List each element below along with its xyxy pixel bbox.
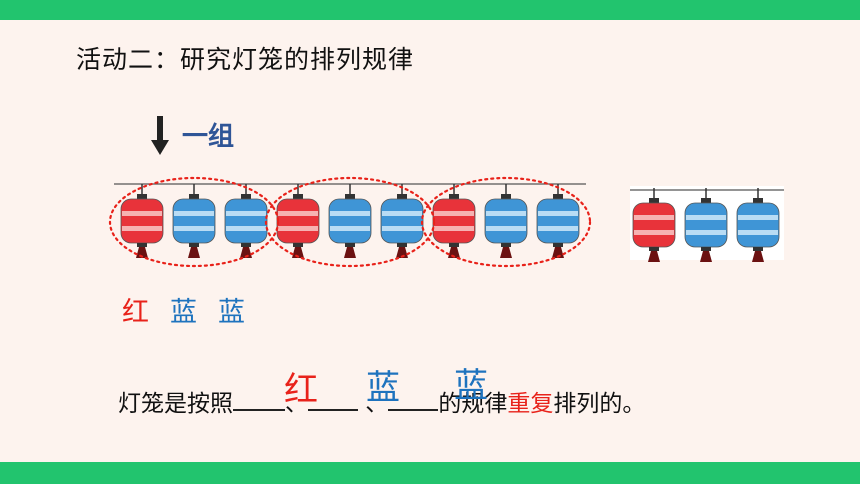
lantern-blue [484, 184, 528, 258]
lantern-blue [684, 188, 728, 262]
sentence-suffix: 排列的。 [553, 391, 646, 417]
lantern-blue [736, 188, 780, 262]
lantern-blue [172, 184, 216, 258]
fill-in-sentence: 灯笼是按照 、 、 的规律重复排列的。 [118, 384, 645, 418]
lantern-blue [328, 184, 372, 258]
blank-1[interactable] [233, 385, 285, 411]
sequence-blue-label-2: 蓝 [218, 297, 245, 328]
answer-blue-2: 蓝 [454, 366, 488, 406]
lantern-blue [536, 184, 580, 258]
sequence-red-label: 红 [122, 297, 149, 328]
sequence-blue-label-1: 蓝 [170, 297, 197, 328]
blank-3[interactable] [388, 385, 439, 411]
separator-2: 、 [358, 391, 389, 417]
top-green-bar [0, 0, 860, 20]
activity-title: 活动二：研究灯笼的排列规律 [76, 45, 415, 74]
down-arrow-icon [151, 116, 169, 155]
blank-2[interactable] [308, 385, 358, 411]
lantern-blue [224, 184, 268, 258]
sentence-prefix: 灯笼是按照 [118, 391, 233, 417]
lantern-red [432, 184, 476, 258]
group-circle [108, 176, 280, 268]
lantern-red [632, 188, 676, 262]
group-circle [264, 176, 436, 268]
group-circle [420, 176, 592, 268]
lantern-red [276, 184, 320, 258]
lantern-rows-illustration [108, 176, 784, 268]
sentence-middle: 的规律 [438, 391, 508, 417]
separator-1: 、 [285, 391, 308, 417]
lantern-blue [380, 184, 424, 258]
answer-blue-1: 蓝 [366, 368, 400, 408]
group-label: 一组 [182, 122, 235, 152]
lantern-red [120, 184, 164, 258]
highlight-repeat: 重复 [507, 391, 554, 417]
answer-red: 红 [284, 370, 318, 410]
bottom-green-bar [0, 462, 860, 484]
